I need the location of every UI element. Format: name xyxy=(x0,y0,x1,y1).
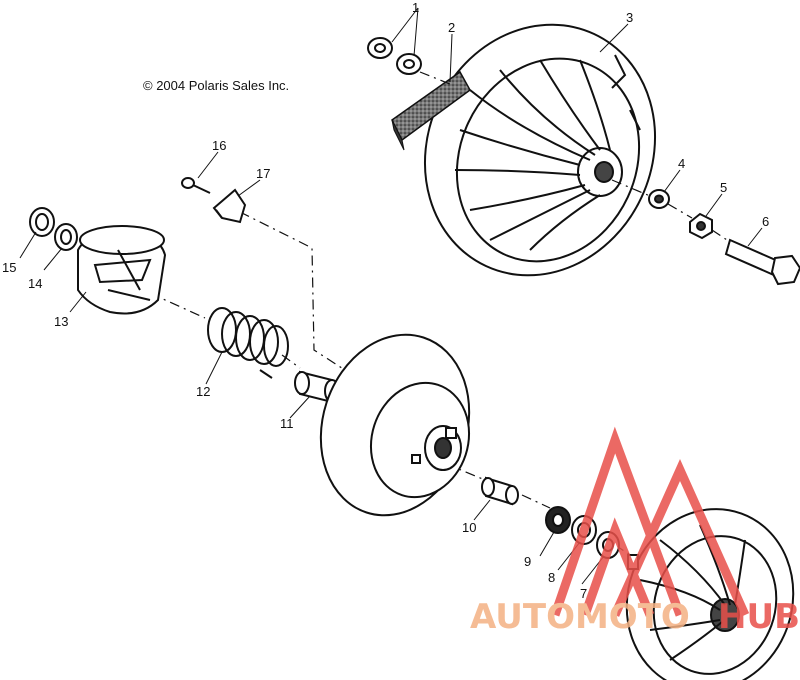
washer-4 xyxy=(648,189,670,209)
movable-sheave xyxy=(319,333,471,517)
callout-13: 13 xyxy=(54,314,68,329)
watermark-triangle-icon xyxy=(550,426,750,617)
pulley-sheave-3 xyxy=(423,23,657,277)
callout-10: 10 xyxy=(462,520,476,535)
washers-1 xyxy=(367,37,422,75)
callout-17: 17 xyxy=(256,166,270,181)
callout-16: 16 xyxy=(212,138,226,153)
callout-4: 4 xyxy=(678,156,685,171)
nut-5 xyxy=(689,212,713,240)
watermark-text-hub: HUB xyxy=(718,597,800,637)
watermark-logo: AUTOMOTO HUB xyxy=(470,426,800,637)
washer-9 xyxy=(545,506,571,534)
copyright-text: © 2004 Polaris Sales Inc. xyxy=(143,78,290,93)
snap-ring-15 xyxy=(29,207,55,237)
spring-12 xyxy=(207,307,289,379)
washer-14 xyxy=(54,223,78,251)
spider-13 xyxy=(77,225,167,315)
callout-15: 15 xyxy=(2,260,16,275)
callout-5: 5 xyxy=(720,180,727,195)
callout-14: 14 xyxy=(28,276,42,291)
fixed-sheave xyxy=(625,508,795,680)
watermark-text-automoto: AUTOMOTO xyxy=(470,597,690,637)
screw-16 xyxy=(181,177,211,194)
callout-8: 8 xyxy=(548,570,555,585)
bushing-10 xyxy=(481,476,519,506)
button-17 xyxy=(212,188,247,224)
callout-12: 12 xyxy=(196,384,210,399)
callout-2: 2 xyxy=(448,20,455,35)
callout-9: 9 xyxy=(524,554,531,569)
callout-6: 6 xyxy=(762,214,769,229)
callouts: 1 2 3 4 5 6 7 8 9 10 11 12 13 14 15 16 1… xyxy=(2,0,769,601)
callout-3: 3 xyxy=(626,10,633,25)
bolt-6 xyxy=(724,238,800,286)
callout-1: 1 xyxy=(412,0,419,15)
callout-7: 7 xyxy=(580,586,587,601)
callout-11: 11 xyxy=(280,416,294,431)
friction-block-2 xyxy=(391,70,471,151)
